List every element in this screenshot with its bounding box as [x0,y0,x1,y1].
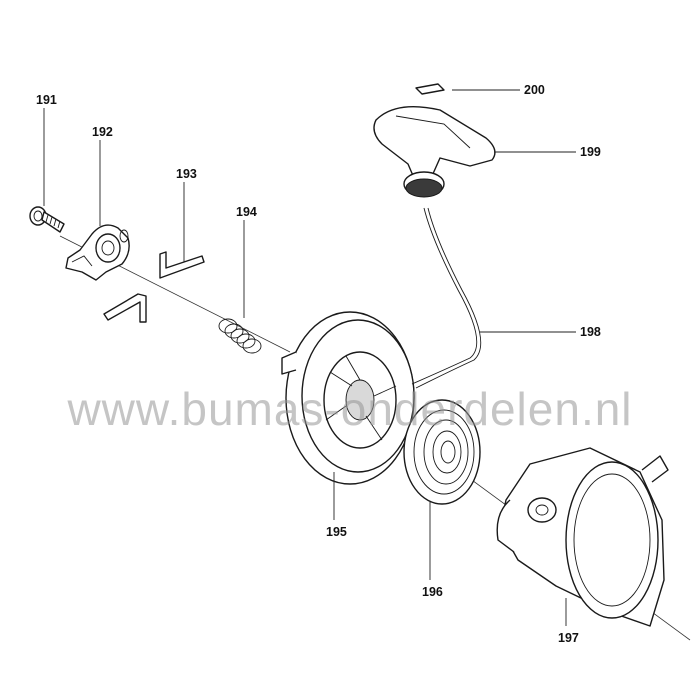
callout-200: 200 [524,83,545,97]
part-192-pawl [65,224,130,281]
leader-lines [43,89,576,626]
callout-194: 194 [236,205,257,219]
part-pin [103,293,147,323]
callout-196: 196 [422,585,443,599]
callout-197: 197 [558,631,579,645]
callout-198: 198 [580,325,601,339]
callout-193: 193 [176,167,197,181]
part-196-recoil-spring [403,399,481,505]
callout-192: 192 [92,125,113,139]
part-194-spring [218,318,262,354]
part-199-handle [373,105,496,198]
part-198-rope [411,207,482,389]
part-197-housing [496,447,669,627]
callout-199: 199 [580,145,601,159]
part-200-insert [415,83,445,95]
callout-191: 191 [36,93,57,107]
part-191-screw [29,206,65,233]
part-195-pulley [281,311,415,485]
part-193-hex-key [159,251,205,279]
callout-195: 195 [326,525,347,539]
